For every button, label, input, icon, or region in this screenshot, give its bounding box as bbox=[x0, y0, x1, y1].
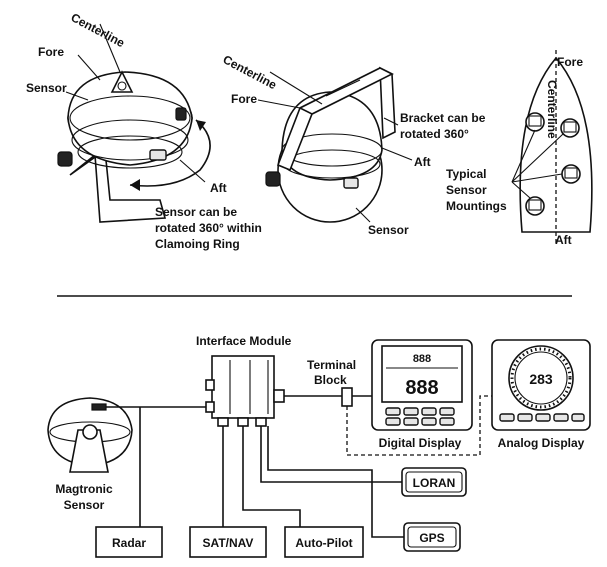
digital-readout: 888 bbox=[405, 377, 438, 399]
analog-display-label: Analog Display bbox=[498, 436, 585, 450]
fore-right-label: Fore bbox=[557, 55, 583, 69]
left-sensor-rim bbox=[69, 95, 191, 141]
mid-sensor-ring bbox=[281, 133, 383, 167]
left-side-knob bbox=[175, 107, 187, 121]
rotation-arrowhead-2 bbox=[196, 120, 206, 131]
typical-line1: Typical bbox=[446, 167, 486, 181]
sensor-left-leader bbox=[65, 91, 89, 101]
aft-right-label: Aft bbox=[555, 233, 572, 247]
analog-readout: 283 bbox=[529, 371, 553, 387]
digital-readout-top: 888 bbox=[413, 353, 431, 365]
rotate-caption-line1: Sensor can be bbox=[155, 205, 237, 219]
centerline-left-line bbox=[99, 23, 121, 73]
left-sensor-body bbox=[67, 71, 193, 166]
sensor-mid-label: Sensor bbox=[368, 223, 409, 237]
mounting-3 bbox=[561, 164, 581, 184]
left-knob bbox=[57, 151, 73, 167]
rotation-arrow bbox=[129, 119, 211, 187]
wiring-diagram: Magtronic Sensor Interface Module Termin… bbox=[47, 334, 591, 558]
rotate-caption-line3: Clamoing Ring bbox=[155, 237, 240, 251]
left-sensor-loop-hole bbox=[117, 81, 127, 91]
loran-box-inner bbox=[405, 471, 463, 493]
mid-bracket-detail bbox=[325, 79, 361, 97]
centerline-left-label: Centerline bbox=[69, 10, 128, 50]
mounting-leader-3 bbox=[511, 173, 563, 183]
left-sensor-bowl bbox=[77, 135, 183, 169]
analog-display: 283 bbox=[491, 339, 591, 431]
mid-clamp-screw bbox=[343, 177, 359, 189]
magtronic-label-line1: Magtronic bbox=[55, 482, 113, 496]
aft-mid-label: Aft bbox=[414, 155, 431, 169]
sensor-left-label: Sensor bbox=[26, 81, 67, 95]
bracket-caption-line2: rotated 360° bbox=[400, 127, 469, 141]
digital-display: 888 888 bbox=[371, 339, 473, 431]
loran-label: LORAN bbox=[413, 476, 456, 490]
rotate-caption-line2: rotated 360° within bbox=[155, 221, 262, 235]
fore-mid-label: Fore bbox=[231, 92, 257, 106]
aft-mid-leader bbox=[381, 147, 413, 161]
gps-label: GPS bbox=[419, 531, 444, 545]
magtronic-label-line2: Sensor bbox=[64, 498, 105, 512]
satnav-box bbox=[189, 526, 267, 558]
rotation-arrowhead bbox=[130, 179, 140, 191]
interface-module bbox=[205, 355, 285, 427]
autopilot-box bbox=[284, 526, 364, 558]
fore-mid-leader bbox=[257, 99, 301, 109]
radar-box bbox=[95, 526, 163, 558]
satnav-label: SAT/NAV bbox=[203, 536, 254, 550]
left-clamping-ring bbox=[71, 119, 189, 161]
mid-knob bbox=[265, 171, 281, 187]
aft-left-leader bbox=[179, 159, 206, 183]
terminal-block bbox=[341, 387, 353, 407]
gps-box-inner bbox=[407, 526, 457, 548]
fore-left-label: Fore bbox=[38, 45, 64, 59]
centerline-right-label: Centerline bbox=[545, 80, 559, 139]
mounting-leader-4 bbox=[511, 181, 531, 199]
mid-bracket-top bbox=[298, 67, 394, 115]
typical-line3: Mountings bbox=[446, 199, 507, 213]
digital-display-label: Digital Display bbox=[379, 436, 462, 450]
mounting-1 bbox=[525, 112, 545, 132]
mounting-leader-2 bbox=[511, 133, 564, 183]
boat-topview-illustration: Fore Centerline Typical Sensor Mountings… bbox=[446, 50, 593, 247]
terminal-label-line1: Terminal bbox=[307, 358, 356, 372]
sensor-mid-leader bbox=[355, 207, 371, 223]
bracket-caption-leader bbox=[383, 117, 399, 126]
sensor-clamp-illustration: Fore Centerline Sensor Aft Sensor can be… bbox=[26, 10, 262, 251]
left-clamp-screw bbox=[149, 149, 167, 161]
fore-left-leader bbox=[77, 54, 101, 81]
typical-line2: Sensor bbox=[446, 183, 487, 197]
magtronic-sensor bbox=[47, 397, 133, 473]
interface-module-label: Interface Module bbox=[196, 334, 292, 348]
centerline-mid-line bbox=[269, 71, 323, 105]
aft-left-label: Aft bbox=[210, 181, 227, 195]
terminal-label-line2: Block bbox=[314, 373, 347, 387]
bracket-caption-line1: Bracket can be bbox=[400, 111, 486, 125]
mounting-leader-1 bbox=[511, 129, 536, 183]
radar-label: Radar bbox=[112, 536, 146, 550]
mounting-4 bbox=[525, 196, 545, 216]
mounting-2 bbox=[560, 118, 580, 138]
wiring-cables bbox=[106, 395, 492, 538]
autopilot-label: Auto-Pilot bbox=[295, 536, 352, 550]
